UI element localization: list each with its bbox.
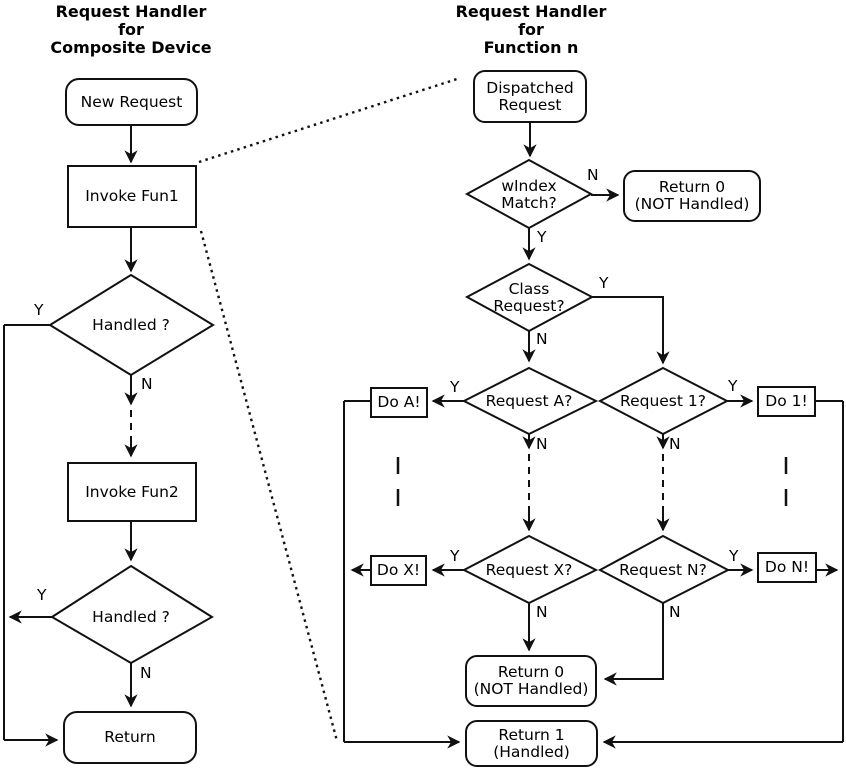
branch-label-yes: Y bbox=[729, 547, 739, 565]
diamond-requestN bbox=[597, 534, 731, 605]
node-label: New Request bbox=[80, 92, 183, 111]
branch-label-no: N bbox=[141, 375, 153, 393]
node-label: (NOT Handled) bbox=[473, 680, 589, 698]
node-label: Dispatched bbox=[486, 78, 574, 97]
diamond-request1 bbox=[597, 366, 730, 436]
node-label: Return 0 bbox=[497, 663, 565, 681]
node-label: Invoke Fun1 bbox=[85, 187, 179, 205]
zoom-indicator-line-top bbox=[198, 77, 458, 164]
zoom-indicator-line-bottom bbox=[199, 230, 339, 742]
diamond-handled2 bbox=[50, 564, 214, 665]
node-return1: Return 1 (Handled) bbox=[465, 720, 598, 767]
branch-label-no: N bbox=[140, 664, 152, 682]
continuation-marks bbox=[396, 457, 788, 506]
diamond-class-request bbox=[464, 262, 595, 333]
edge-requestN-no-to-return0 bbox=[603, 603, 664, 686]
node-label: Do A! bbox=[377, 393, 421, 411]
title-line: for bbox=[518, 20, 544, 39]
branch-label-no: N bbox=[587, 166, 599, 184]
zoom-indicator bbox=[198, 77, 458, 742]
node-label: Do 1! bbox=[765, 392, 808, 410]
branch-label-yes: Y bbox=[537, 228, 547, 246]
node-return0-top: Return 0 (NOT Handled) bbox=[623, 170, 761, 222]
node-doA: Do A! bbox=[370, 387, 428, 418]
node-do1: Do 1! bbox=[757, 386, 816, 417]
branch-label-no: N bbox=[669, 435, 681, 453]
diamond-windex-match bbox=[464, 158, 594, 230]
branch-label-no: N bbox=[536, 330, 548, 348]
node-label: Return bbox=[104, 728, 156, 746]
node-doX: Do X! bbox=[370, 555, 427, 586]
branch-label-yes: Y bbox=[450, 378, 460, 396]
right-chart-title: Request Handler for Function n bbox=[416, 3, 646, 57]
node-label: Return 1 bbox=[498, 725, 565, 744]
title-line: Request Handler bbox=[455, 2, 607, 21]
node-label: (Handled) bbox=[493, 742, 570, 761]
node-new-request: New Request bbox=[65, 78, 198, 126]
node-doN: Do N! bbox=[757, 552, 817, 583]
title-line: for bbox=[118, 20, 144, 39]
right-flowchart-wires bbox=[343, 123, 844, 749]
branch-label-yes: Y bbox=[450, 547, 460, 565]
branch-label-yes: Y bbox=[599, 274, 609, 292]
node-label: Do N! bbox=[764, 558, 810, 576]
node-label: Do X! bbox=[376, 561, 421, 579]
title-line: Function n bbox=[483, 38, 579, 57]
title-line: Composite Device bbox=[50, 38, 212, 57]
diamond-requestX bbox=[461, 534, 599, 605]
branch-label-yes: Y bbox=[728, 377, 738, 395]
branch-label-no: N bbox=[536, 435, 548, 453]
branch-label-no: N bbox=[536, 603, 548, 621]
left-flowchart-wires bbox=[3, 126, 215, 747]
diamond-requestA bbox=[461, 366, 599, 436]
branch-label-yes: Y bbox=[34, 301, 44, 319]
node-return0-bottom: Return 0 (NOT Handled) bbox=[465, 655, 597, 707]
node-label: Request bbox=[498, 95, 562, 114]
diamond-handled1 bbox=[48, 273, 215, 377]
node-dispatched-request: Dispatched Request bbox=[473, 70, 587, 123]
edge-class-yes-to-request1 bbox=[592, 296, 670, 365]
node-label: Invoke Fun2 bbox=[85, 482, 179, 501]
node-invoke-fun2: Invoke Fun2 bbox=[67, 462, 197, 522]
node-label: Return 0 bbox=[658, 178, 726, 196]
node-label: (NOT Handled) bbox=[634, 195, 750, 213]
node-invoke-fun1: Invoke Fun1 bbox=[67, 165, 197, 228]
title-line: Request Handler bbox=[55, 2, 207, 21]
branch-label-no: N bbox=[669, 603, 681, 621]
node-return: Return bbox=[63, 711, 197, 764]
branch-label-yes: Y bbox=[37, 586, 47, 604]
left-chart-title: Request Handler for Composite Device bbox=[16, 3, 246, 57]
